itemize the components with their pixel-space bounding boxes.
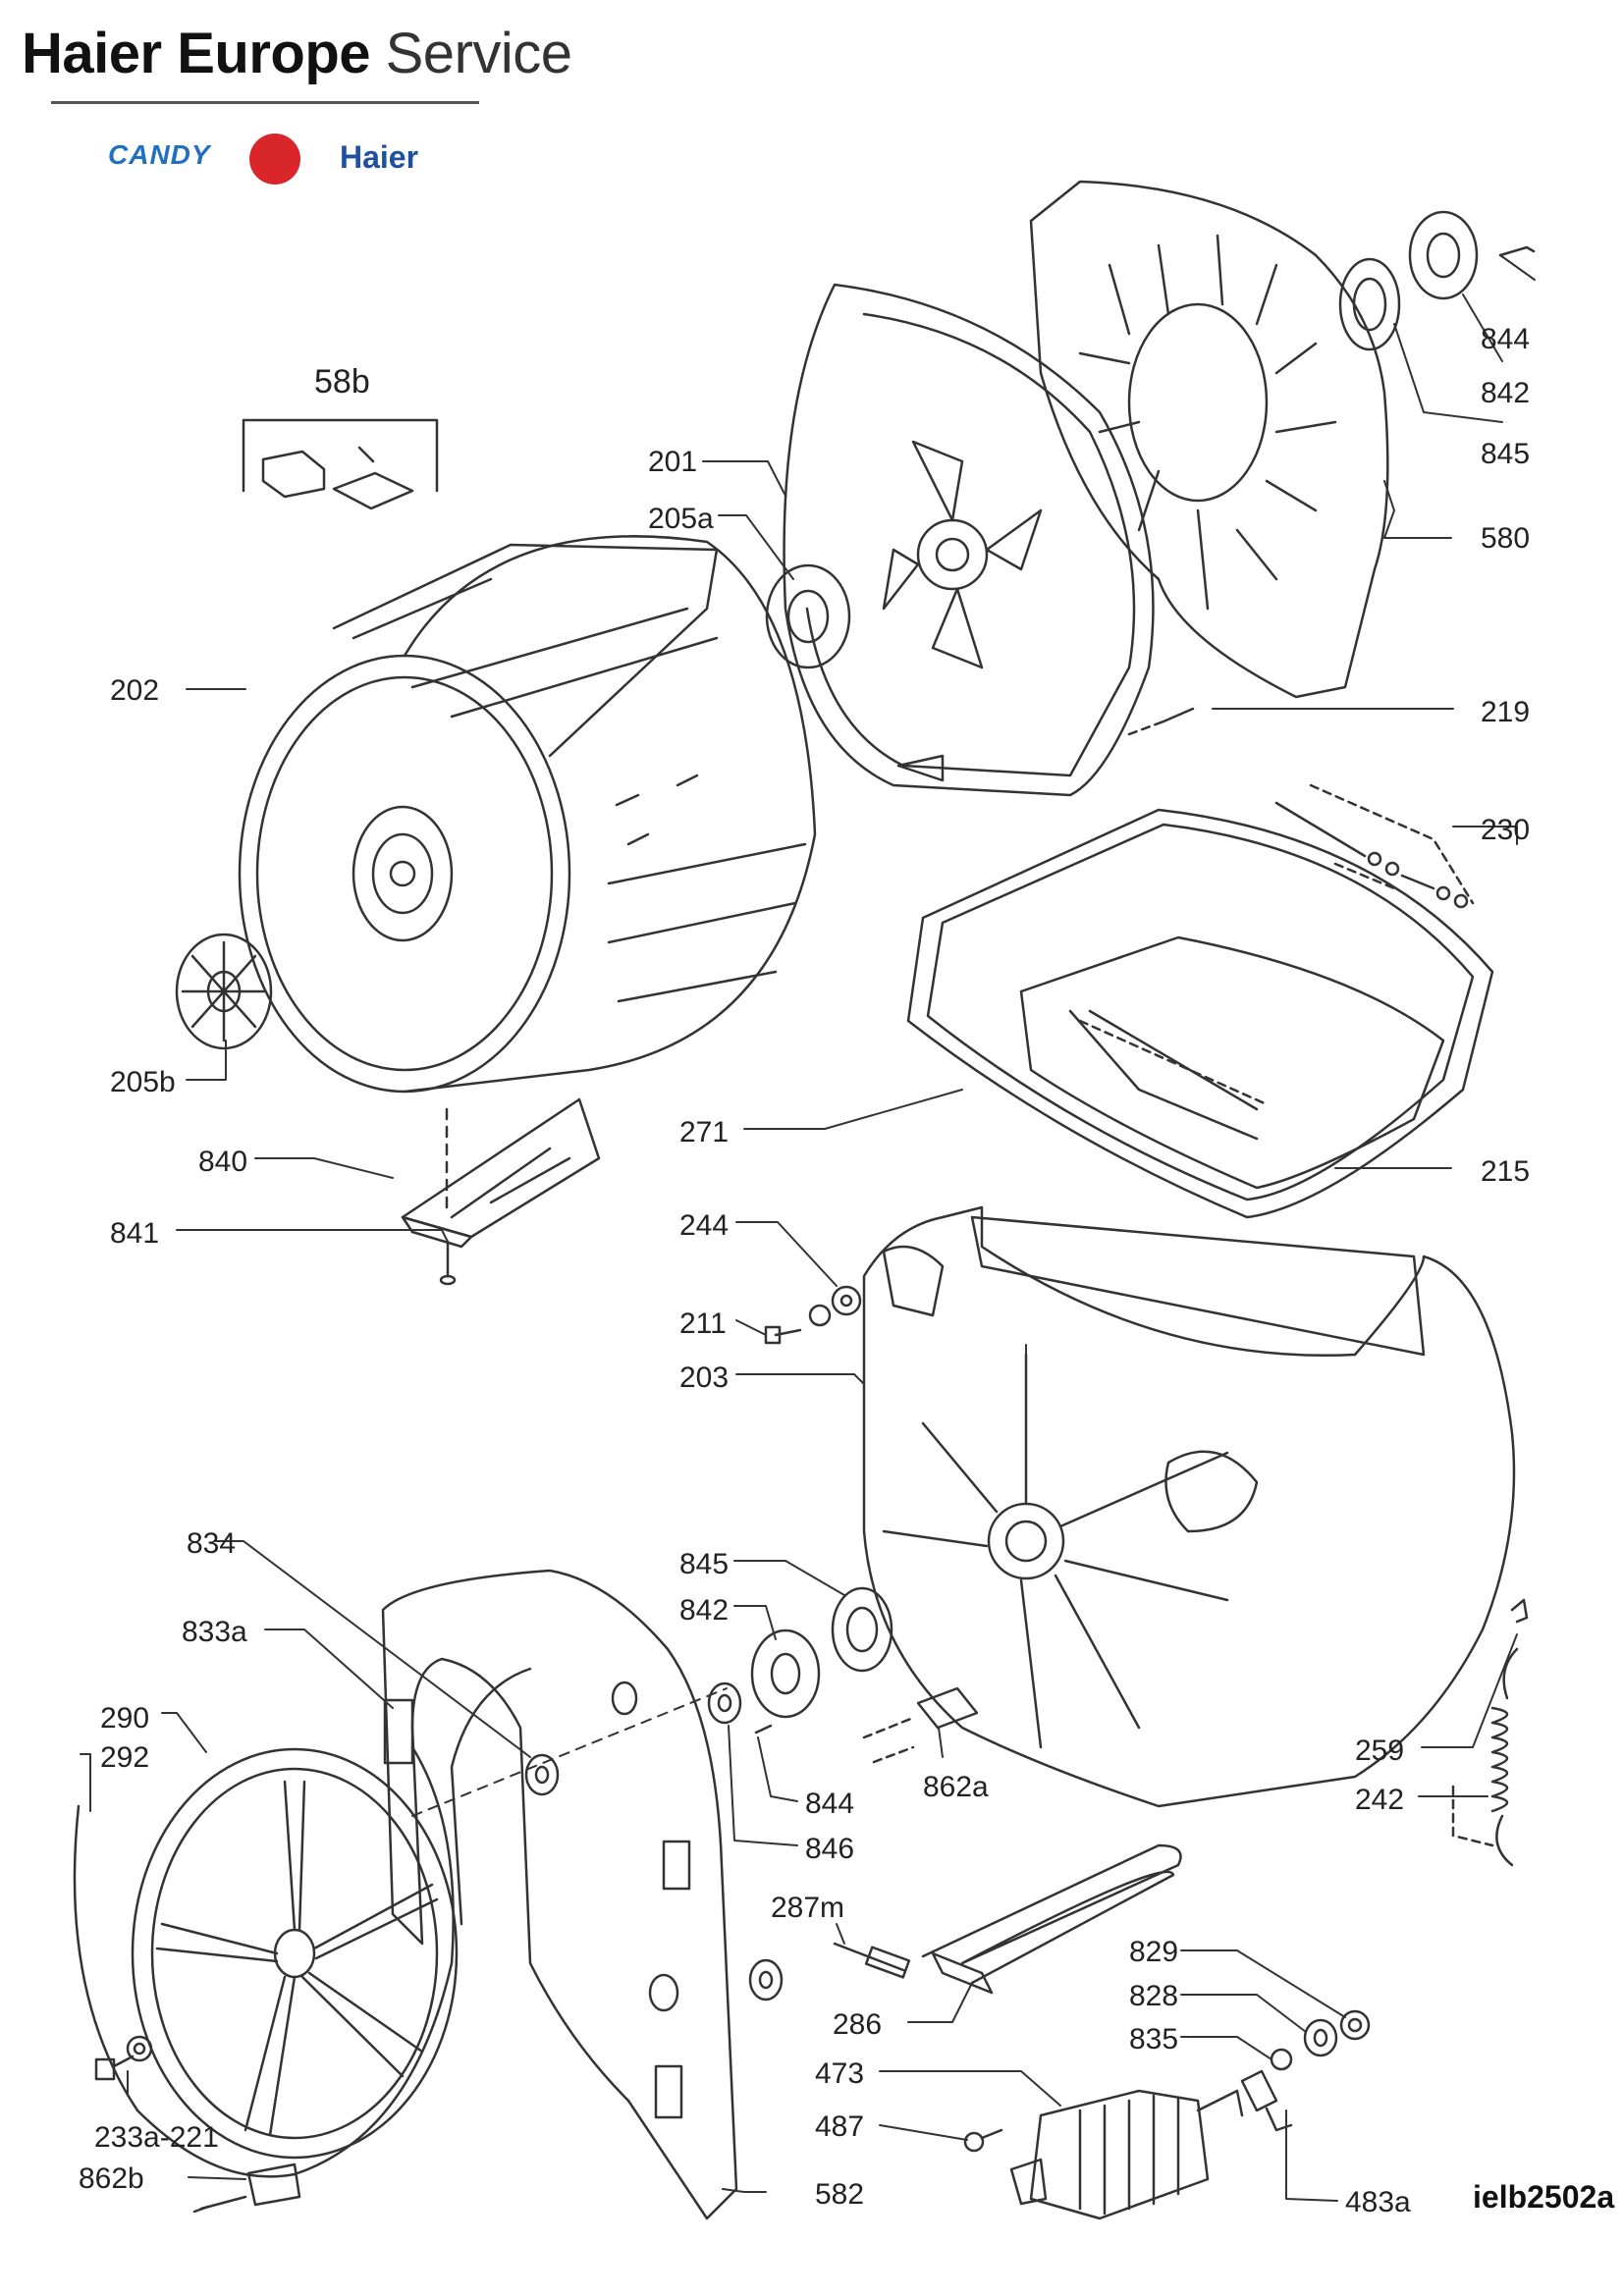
label-201: 201 [648, 446, 697, 478]
label-58b: 58b [314, 363, 370, 400]
label-829: 829 [1129, 1936, 1178, 1968]
part-211-bolt [764, 1325, 802, 1345]
label-487: 487 [815, 2110, 864, 2143]
part-219-screw [1127, 707, 1195, 736]
part-842-bearing-top [1408, 210, 1479, 300]
label-842-mid: 842 [679, 1594, 729, 1627]
haier-logo: Haier [340, 139, 419, 175]
label-211: 211 [679, 1308, 727, 1340]
label-862b: 862b [79, 2163, 144, 2195]
label-242: 242 [1355, 1784, 1404, 1816]
label-202: 202 [110, 674, 159, 707]
part-203-front-tub [862, 1205, 1516, 1808]
title-service: Service [385, 22, 572, 85]
part-828-clamp [1303, 2018, 1338, 2057]
label-862a: 862a [923, 1771, 989, 1803]
label-233a-221: 233a-221 [94, 2121, 219, 2154]
document-code: ielb2502a [1473, 2179, 1615, 2215]
part-580-back-panel [1029, 180, 1389, 699]
part-205b-flange [175, 933, 273, 1050]
part-201-rear-tub [783, 283, 1155, 797]
part-202-drum [238, 535, 817, 1094]
leader-lines [80, 254, 1536, 2202]
label-582: 582 [815, 2178, 864, 2211]
label-844-mid: 844 [805, 1788, 854, 1820]
label-835: 835 [1129, 2023, 1178, 2056]
label-483a: 483a [1345, 2186, 1411, 2218]
part-58b-clips [242, 418, 439, 510]
label-271: 271 [679, 1116, 729, 1148]
label-841: 841 [110, 1217, 159, 1250]
label-845-mid: 845 [679, 1548, 729, 1580]
part-230-tub-bolts [1274, 783, 1475, 909]
part-829-nut [1339, 2009, 1371, 2041]
part-844-screw-top [1498, 245, 1536, 257]
label-828: 828 [1129, 1980, 1178, 2012]
part-840-paddle [401, 1097, 601, 1249]
label-840: 840 [198, 1146, 247, 1178]
part-835-washer [1270, 2048, 1293, 2071]
label-833a: 833a [182, 1616, 247, 1648]
hoover-logo [249, 133, 300, 185]
part-862b-clip [192, 2163, 301, 2214]
label-473: 473 [815, 2057, 864, 2090]
label-219: 219 [1481, 696, 1530, 728]
label-259: 259 [1355, 1735, 1404, 1767]
part-244-washers [808, 1285, 862, 1327]
title-brand: Haier Europe [22, 22, 371, 85]
label-205b: 205b [110, 1066, 176, 1098]
page-title: Haier Europe Service [22, 20, 572, 88]
label-846: 846 [805, 1833, 854, 1865]
candy-logo: CANDY [108, 139, 211, 170]
part-292-belt [73, 1745, 455, 2178]
part-205a-flange [765, 563, 851, 669]
part-473-motor [1009, 2089, 1244, 2220]
part-845-seal-mid [831, 1586, 893, 1673]
part-287m-sensor [833, 1942, 911, 1979]
label-287m: 287m [771, 1892, 844, 1924]
label-292: 292 [100, 1741, 149, 1774]
part-833a-pad [383, 1698, 414, 1765]
label-834: 834 [187, 1527, 236, 1560]
part-259-hook [1510, 1598, 1529, 1624]
part-labels: 58b 844 842 845 580 201 205a 202 219 230… [79, 323, 1530, 2218]
part-841-screw [439, 1240, 457, 1286]
label-290: 290 [100, 1702, 149, 1735]
label-215: 215 [1481, 1155, 1530, 1188]
label-244: 244 [679, 1209, 729, 1242]
label-203: 203 [679, 1362, 729, 1394]
part-washer-side [748, 1958, 784, 2002]
part-271-gasket [906, 808, 1494, 1219]
part-834-washer [524, 1753, 560, 1796]
label-844-top: 844 [1481, 323, 1530, 355]
label-845-top: 845 [1481, 438, 1530, 470]
part-862a-clip [862, 1686, 979, 1764]
part-233a-221-bolt [94, 2035, 153, 2081]
part-582-front-panel [381, 1569, 738, 2220]
label-230: 230 [1481, 814, 1530, 846]
part-842-bearing-mid [750, 1629, 821, 1719]
part-286-heater [921, 1843, 1182, 1995]
label-205a: 205a [648, 503, 714, 535]
part-846-washer [707, 1682, 742, 1725]
label-842-top: 842 [1481, 377, 1530, 409]
part-483a-sensor [1240, 2069, 1293, 2132]
part-487-screw [963, 2128, 1003, 2153]
part-242-spring [1451, 1647, 1519, 1867]
part-844-screw-mid [754, 1724, 773, 1735]
header-divider [51, 101, 479, 104]
part-215-tub-frame [1019, 935, 1445, 1190]
label-580: 580 [1481, 522, 1530, 555]
label-286: 286 [833, 2008, 882, 2041]
part-845-seal-top [1338, 257, 1401, 351]
part-290-pulley [131, 1747, 459, 2160]
